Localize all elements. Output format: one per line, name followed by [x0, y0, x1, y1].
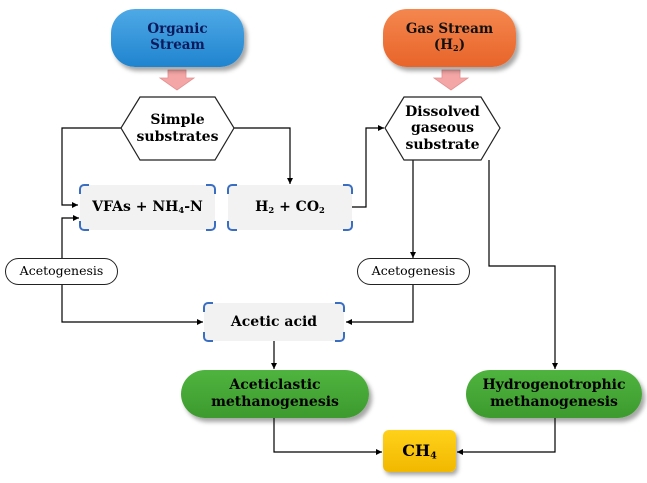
- organic-stream-node: Organic Stream: [111, 9, 244, 67]
- hydrogenotrophic-line2: methanogenesis: [490, 394, 618, 410]
- dissolved-substrate-node: Dissolved gaseous substrate: [385, 97, 500, 160]
- dissolved-substrate-line1: Dissolved: [405, 103, 480, 120]
- h2-co2-node: H2 + CO2: [227, 184, 353, 231]
- bracket-corner: [343, 221, 353, 231]
- organic-stream-line2: Stream: [150, 37, 205, 53]
- dissolved-substrate-hexagon: [384, 96, 501, 161]
- aceticlastic-node: Aceticlastic methanogenesis: [181, 370, 369, 418]
- bracket-corner: [79, 184, 89, 194]
- bracket-corner: [343, 184, 353, 194]
- vfas-nh4-label: VFAs + NH4-N: [92, 199, 203, 216]
- hydrogenotrophic-line1: Hydrogenotrophic: [482, 377, 626, 394]
- connector-acetogenesis-left-to-vfas: [61, 215, 79, 258]
- simple-substrates-line2: substrates: [136, 128, 219, 145]
- bracket-corner: [335, 332, 345, 342]
- acetic-acid-label: Acetic acid: [230, 313, 318, 330]
- simple-substrates-hexagon: [120, 96, 235, 161]
- ch4-node: CH4: [383, 430, 456, 472]
- acetogenesis-right-label: Acetogenesis: [371, 263, 456, 279]
- connector-aceticlastic-to-ch4: [273, 416, 382, 455]
- connector-h2co2-to-dissolved: [352, 125, 384, 208]
- bracket-corner: [206, 184, 216, 194]
- bracket-corner: [79, 221, 89, 231]
- ch4-label: CH4: [402, 440, 437, 461]
- acetogenesis-right-node: Acetogenesis: [357, 258, 470, 285]
- gas-stream-down-arrow: [432, 69, 470, 91]
- bracket-corner: [206, 221, 216, 231]
- connector-hydrogenotrophic-to-ch4: [457, 416, 556, 455]
- acetogenesis-left-label: Acetogenesis: [19, 263, 104, 279]
- gas-stream-line2: (H2): [433, 37, 466, 54]
- bracket-corner: [335, 302, 345, 312]
- hydrogenotrophic-node: Hydrogenotrophic methanogenesis: [466, 370, 642, 418]
- connector-acetogenesis-left-to-acetic: [61, 285, 203, 325]
- gas-stream-line1: Gas Stream: [405, 21, 494, 38]
- bracket-corner: [227, 184, 237, 194]
- connector-acetogenesis-right-to-acetic: [346, 285, 414, 325]
- aceticlastic-line1: Aceticlastic: [229, 377, 321, 394]
- dissolved-substrate-line3: substrate: [405, 136, 480, 153]
- simple-substrates-line1: Simple: [150, 111, 205, 128]
- aceticlastic-line2: methanogenesis: [211, 394, 339, 410]
- gas-stream-node: Gas Stream (H2): [383, 9, 516, 67]
- bracket-corner: [203, 332, 213, 342]
- vfas-nh4-node: VFAs + NH4-N: [79, 184, 216, 231]
- bracket-corner: [227, 221, 237, 231]
- organic-stream-line1: Organic: [147, 21, 208, 38]
- acetic-acid-node: Acetic acid: [203, 302, 345, 342]
- acetogenesis-left-node: Acetogenesis: [5, 258, 118, 285]
- connector-simple-to-h2co2: [231, 127, 293, 184]
- connector-dissolved-to-hydrogenotrophic: [488, 160, 558, 369]
- bracket-corner: [203, 302, 213, 312]
- h2-co2-label: H2 + CO2: [255, 199, 325, 216]
- dissolved-substrate-line2: gaseous: [410, 120, 475, 137]
- connector-simple-to-vfas: [61, 127, 122, 208]
- simple-substrates-node: Simple substrates: [121, 97, 234, 160]
- organic-stream-down-arrow: [158, 69, 196, 91]
